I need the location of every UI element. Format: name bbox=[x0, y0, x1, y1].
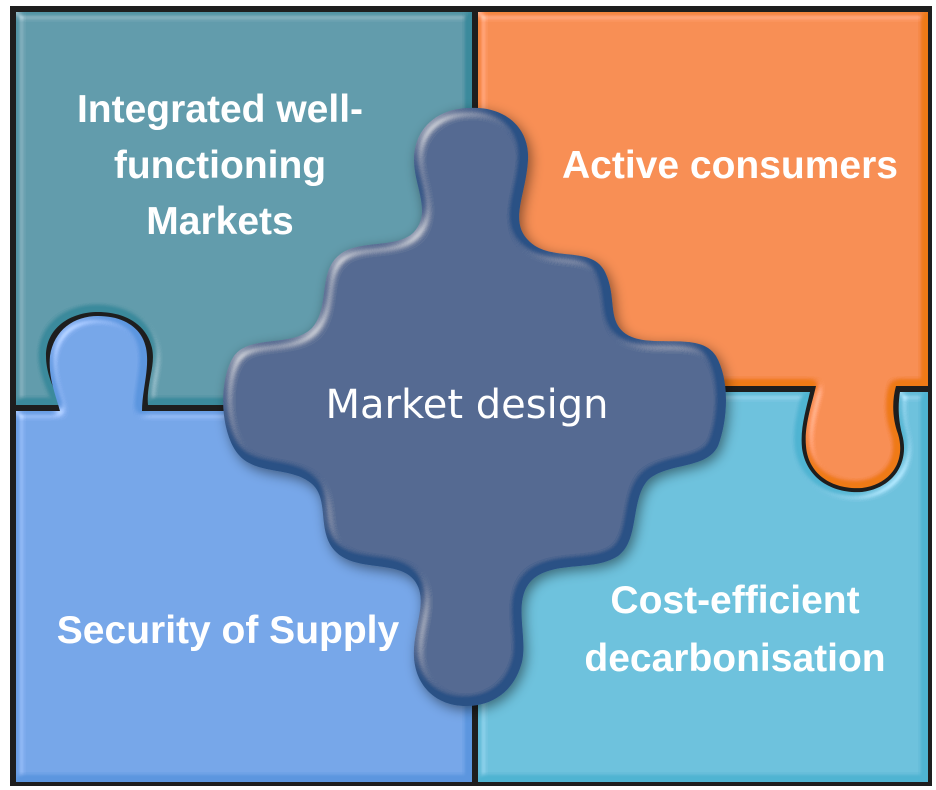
label-bottom-right-line-2: decarbonisation bbox=[584, 637, 885, 680]
label-center: Market design bbox=[326, 382, 609, 428]
label-top-right-line-1: Active consumers bbox=[562, 144, 898, 187]
label-bottom-right-line-1: Cost-efficient bbox=[610, 579, 859, 622]
label-top-left: Integrated well- functioning Markets bbox=[77, 88, 363, 243]
label-top-right: Active consumers bbox=[562, 144, 898, 187]
label-top-left-line-1: Integrated well- bbox=[77, 88, 363, 131]
label-bottom-left: Security of Supply bbox=[57, 609, 400, 652]
label-bottom-left-line-1: Security of Supply bbox=[57, 609, 400, 652]
label-top-left-line-2: functioning bbox=[114, 144, 326, 187]
label-bottom-right: Cost-efficient decarbonisation bbox=[584, 579, 885, 680]
piece-center bbox=[223, 107, 726, 707]
label-top-left-line-3: Markets bbox=[146, 200, 293, 243]
